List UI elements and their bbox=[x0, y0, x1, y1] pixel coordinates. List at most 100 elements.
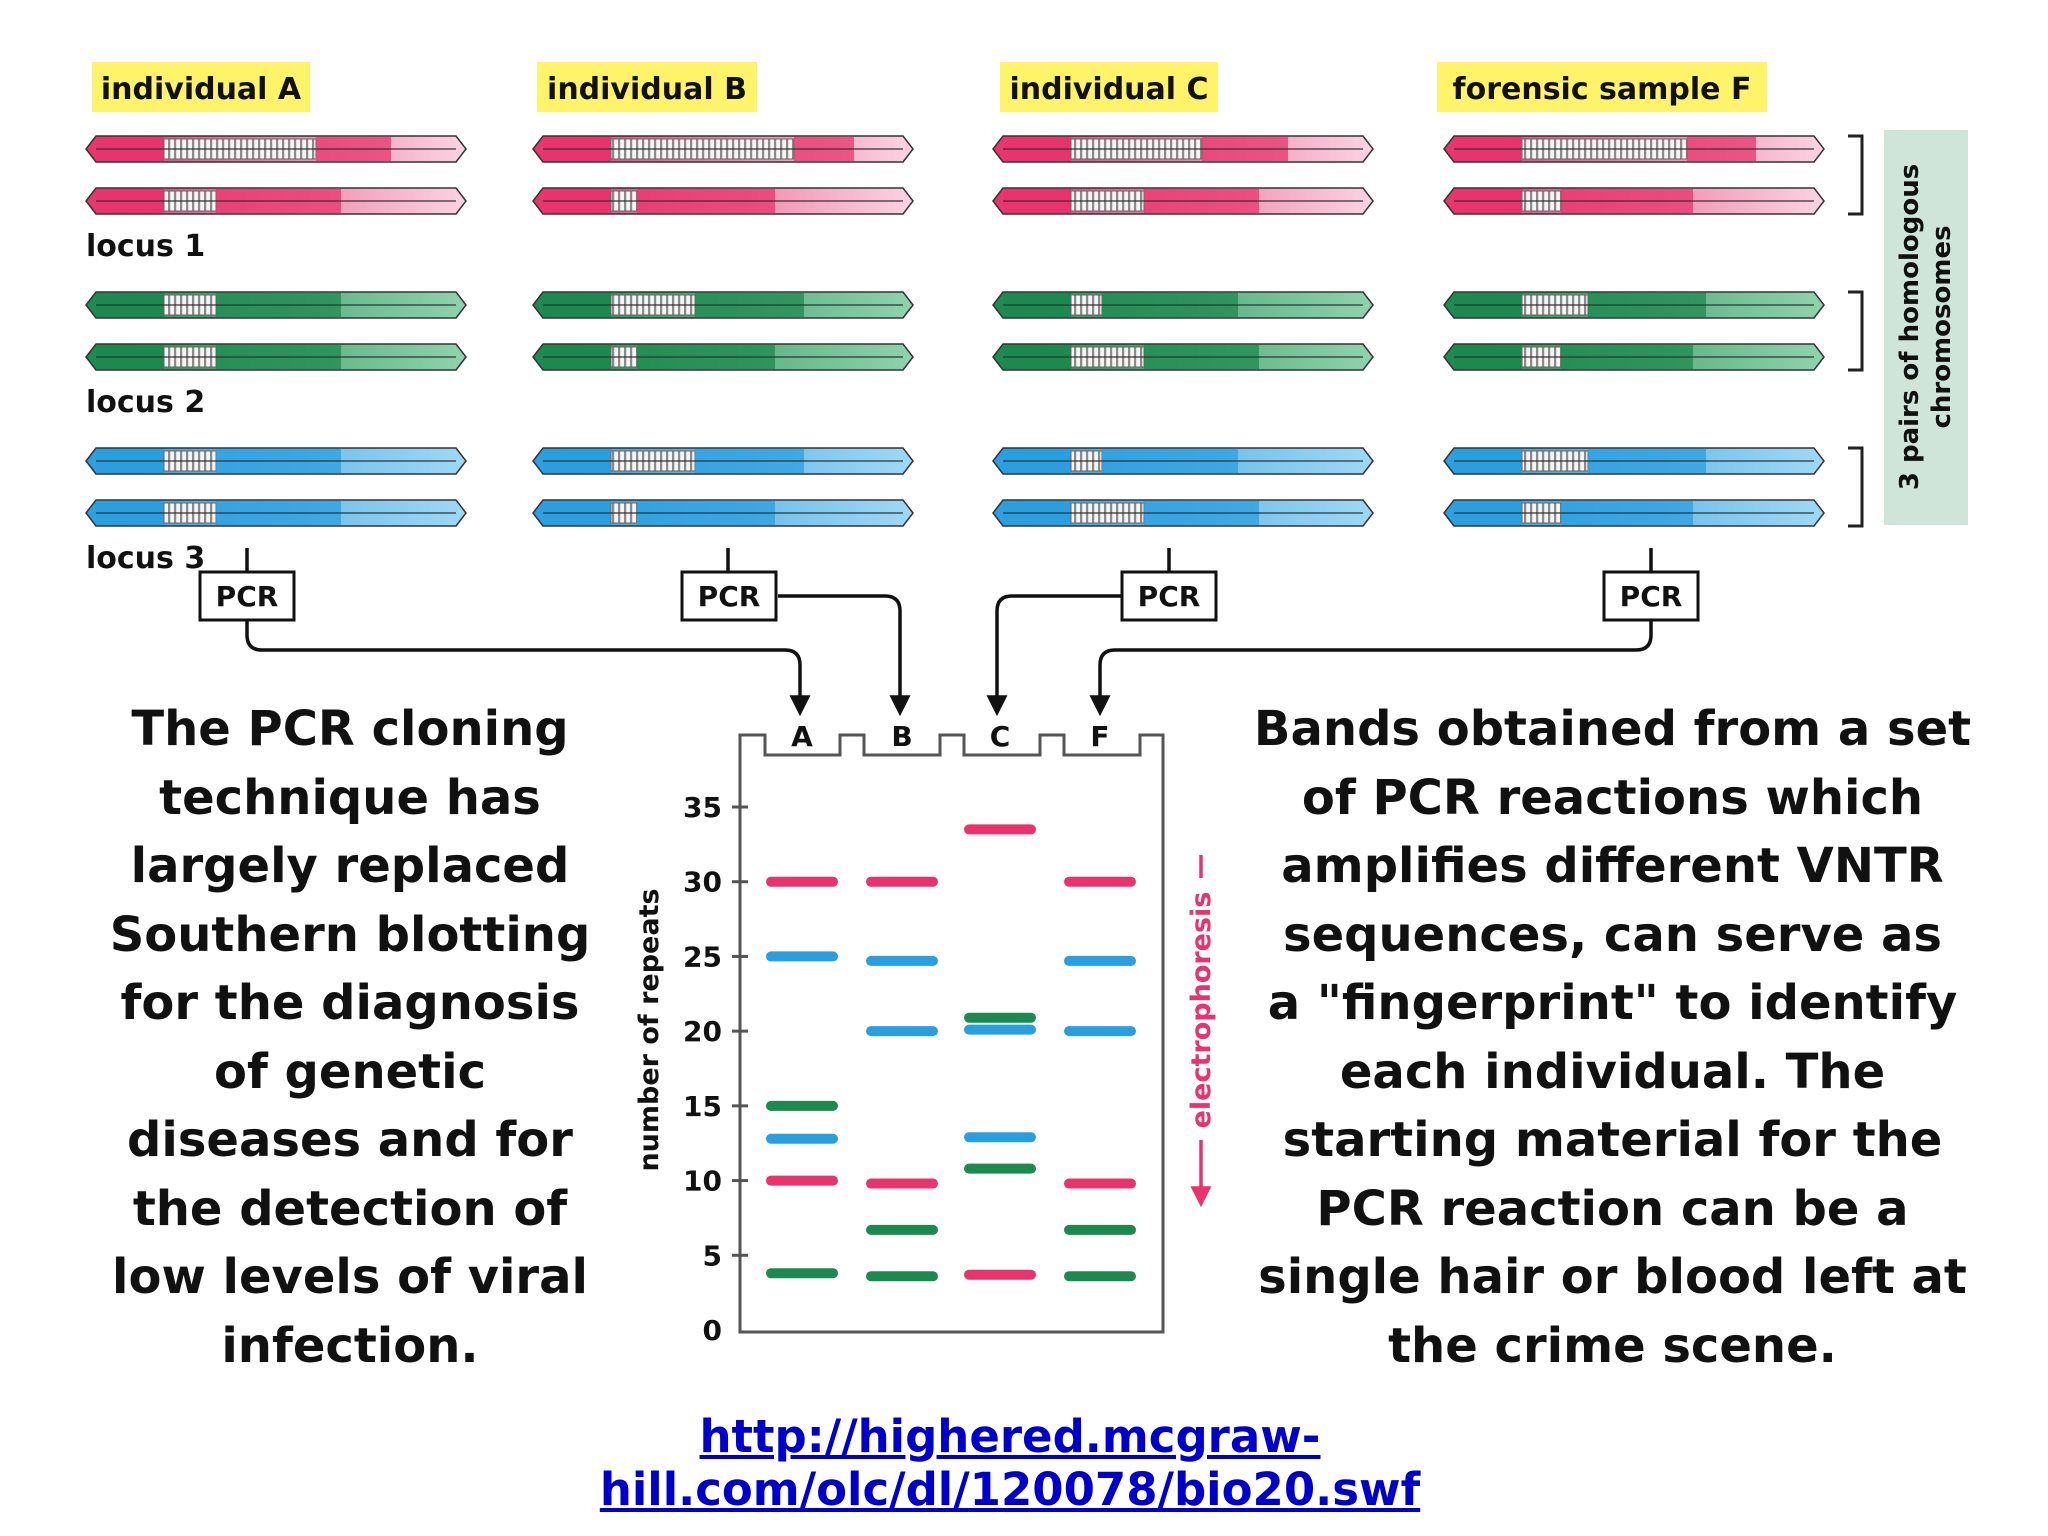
chromosome-1-locus-3-1 bbox=[85, 447, 467, 475]
gel-band-c bbox=[964, 1163, 1036, 1174]
gel-ylabel: number of repeats bbox=[634, 888, 665, 1171]
electrophoresis-label: electrophoresis bbox=[1186, 892, 1217, 1129]
homologous-chromosomes-label: 3 pairs of homologous chromosomes bbox=[1884, 130, 1968, 525]
gel-tick-label: 30 bbox=[683, 866, 722, 899]
chromosome-4-locus-1-1 bbox=[1443, 135, 1825, 163]
right-text-line: a "fingerprint" to identify bbox=[1267, 975, 1958, 1031]
pcr-connectors bbox=[245, 548, 1653, 717]
svg-text:individual A: individual A bbox=[101, 72, 302, 107]
gel-band-c bbox=[964, 1012, 1036, 1023]
locus-2-label: locus 2 bbox=[86, 385, 205, 420]
chromosome-4-locus-2-2 bbox=[1443, 343, 1825, 371]
gel-y-axis: 0 5 10 15 20 25 30 35 bbox=[683, 791, 748, 1347]
left-text-line: Southern blotting bbox=[109, 906, 591, 963]
lane-label-f: F bbox=[1090, 720, 1109, 753]
svg-text:chromosomes: chromosomes bbox=[1927, 225, 1957, 428]
chromosome-2-locus-2-1 bbox=[532, 291, 914, 319]
gel-tick-label: 5 bbox=[703, 1239, 722, 1272]
svg-text:PCR: PCR bbox=[216, 580, 279, 613]
gel-band-a bbox=[766, 876, 838, 887]
right-text-line: sequences, can serve as bbox=[1283, 906, 1942, 963]
gel-band-c bbox=[964, 1132, 1036, 1143]
gel-band-c bbox=[964, 1269, 1036, 1280]
chromosome-2-locus-2-2 bbox=[532, 343, 914, 371]
gel-tick-label: 0 bbox=[703, 1314, 722, 1347]
locus-3-label: locus 3 bbox=[86, 541, 205, 576]
chromosome-3-locus-3-1 bbox=[992, 447, 1374, 475]
svg-text:PCR: PCR bbox=[1620, 580, 1683, 613]
chromosome-4-locus-2-1 bbox=[1443, 291, 1825, 319]
gel-tick-label: 25 bbox=[683, 940, 722, 973]
left-text-line: infection. bbox=[221, 1317, 479, 1374]
gel-tick-label: 10 bbox=[683, 1165, 722, 1198]
gel-band-f bbox=[1064, 876, 1136, 887]
lane-label-c: C bbox=[990, 720, 1011, 753]
svg-text:3 pairs of homologous: 3 pairs of homologous bbox=[1895, 164, 1925, 490]
pair-brackets bbox=[1848, 134, 1864, 528]
gel-band-b bbox=[866, 1026, 938, 1037]
chromosome-3-locus-1-2 bbox=[992, 187, 1374, 215]
gel-band-a bbox=[766, 1175, 838, 1186]
left-text-line: technique has bbox=[159, 769, 541, 826]
individual-label-a: individual A bbox=[92, 62, 310, 112]
chromosome-3-locus-3-2 bbox=[992, 499, 1374, 527]
lane-label-a: A bbox=[791, 720, 813, 753]
gel-band-f bbox=[1064, 1026, 1136, 1037]
right-description: Bands obtained from a set of PCR reaction… bbox=[1240, 695, 1985, 1380]
chromosome-1-locus-3-2 bbox=[85, 499, 467, 527]
chromosome-1-locus-1-2 bbox=[85, 187, 467, 215]
chromosome-1-locus-2-1 bbox=[85, 291, 467, 319]
gel-tick-label: 20 bbox=[683, 1015, 722, 1048]
left-text-line: the detection of bbox=[132, 1180, 568, 1237]
chromosome-2-locus-3-1 bbox=[532, 447, 914, 475]
gel: A B C F 0 5 10 15 20 25 30 35 number of repeats… bbox=[634, 720, 1219, 1347]
gel-band-a bbox=[766, 1133, 838, 1144]
chromosome-1-locus-1-1 bbox=[85, 135, 467, 163]
svg-text:PCR: PCR bbox=[698, 580, 761, 613]
left-text-line: for the diagnosis bbox=[120, 975, 580, 1031]
chromosome-2-locus-1-2 bbox=[532, 187, 914, 215]
gel-band-b bbox=[866, 1224, 938, 1235]
chromosome-pairs bbox=[85, 135, 1825, 527]
right-text-line: each individual. The bbox=[1339, 1043, 1886, 1100]
gel-band-b bbox=[866, 876, 938, 887]
pcr-box-b: PCR bbox=[680, 570, 778, 622]
gel-band-c bbox=[964, 824, 1036, 835]
gel-band-a bbox=[766, 1268, 838, 1279]
right-text-line: single hair or blood left at bbox=[1258, 1249, 1967, 1305]
chromosome-2-locus-3-2 bbox=[532, 499, 914, 527]
right-text-line: of PCR reactions which bbox=[1301, 769, 1924, 826]
svg-text:PCR: PCR bbox=[1138, 580, 1201, 613]
chromosome-4-locus-1-2 bbox=[1443, 187, 1825, 215]
gel-band-f bbox=[1064, 1224, 1136, 1235]
gel-band-b bbox=[866, 955, 938, 966]
left-text-line: of genetic bbox=[213, 1043, 487, 1100]
gel-tick-label: 35 bbox=[683, 791, 722, 824]
left-text-line: low levels of viral bbox=[112, 1249, 588, 1305]
locus-1-label: locus 1 bbox=[86, 229, 205, 264]
chromosome-3-locus-1-1 bbox=[992, 135, 1374, 163]
chromosome-1-locus-2-2 bbox=[85, 343, 467, 371]
gel-band-a bbox=[766, 951, 838, 962]
gel-band-b bbox=[866, 1178, 938, 1189]
right-text-line: starting material for the bbox=[1282, 1112, 1943, 1168]
individual-label-c: individual C bbox=[1000, 62, 1218, 112]
gel-band-b bbox=[866, 1271, 938, 1282]
left-text-line: The PCR cloning bbox=[131, 701, 569, 757]
svg-text:individual C: individual C bbox=[1009, 72, 1208, 107]
lane-label-b: B bbox=[891, 720, 912, 753]
pcr-box-a: PCR bbox=[198, 570, 296, 622]
gel-bands bbox=[766, 824, 1136, 1282]
gel-band-f bbox=[1064, 1271, 1136, 1282]
gel-band-c bbox=[964, 1024, 1036, 1035]
gel-tick-label: 15 bbox=[683, 1090, 722, 1123]
gel-band-a bbox=[766, 1100, 838, 1111]
svg-text:forensic sample F: forensic sample F bbox=[1453, 72, 1752, 107]
individual-label-b: individual B bbox=[537, 62, 757, 112]
pcr-box-c: PCR bbox=[1120, 570, 1218, 622]
right-text-line: the crime scene. bbox=[1388, 1317, 1837, 1374]
source-link[interactable]: http://highered.mcgraw-hill.com/olc/dl/1… bbox=[599, 1410, 1421, 1516]
right-text-line: Bands obtained from a set bbox=[1253, 701, 1972, 757]
